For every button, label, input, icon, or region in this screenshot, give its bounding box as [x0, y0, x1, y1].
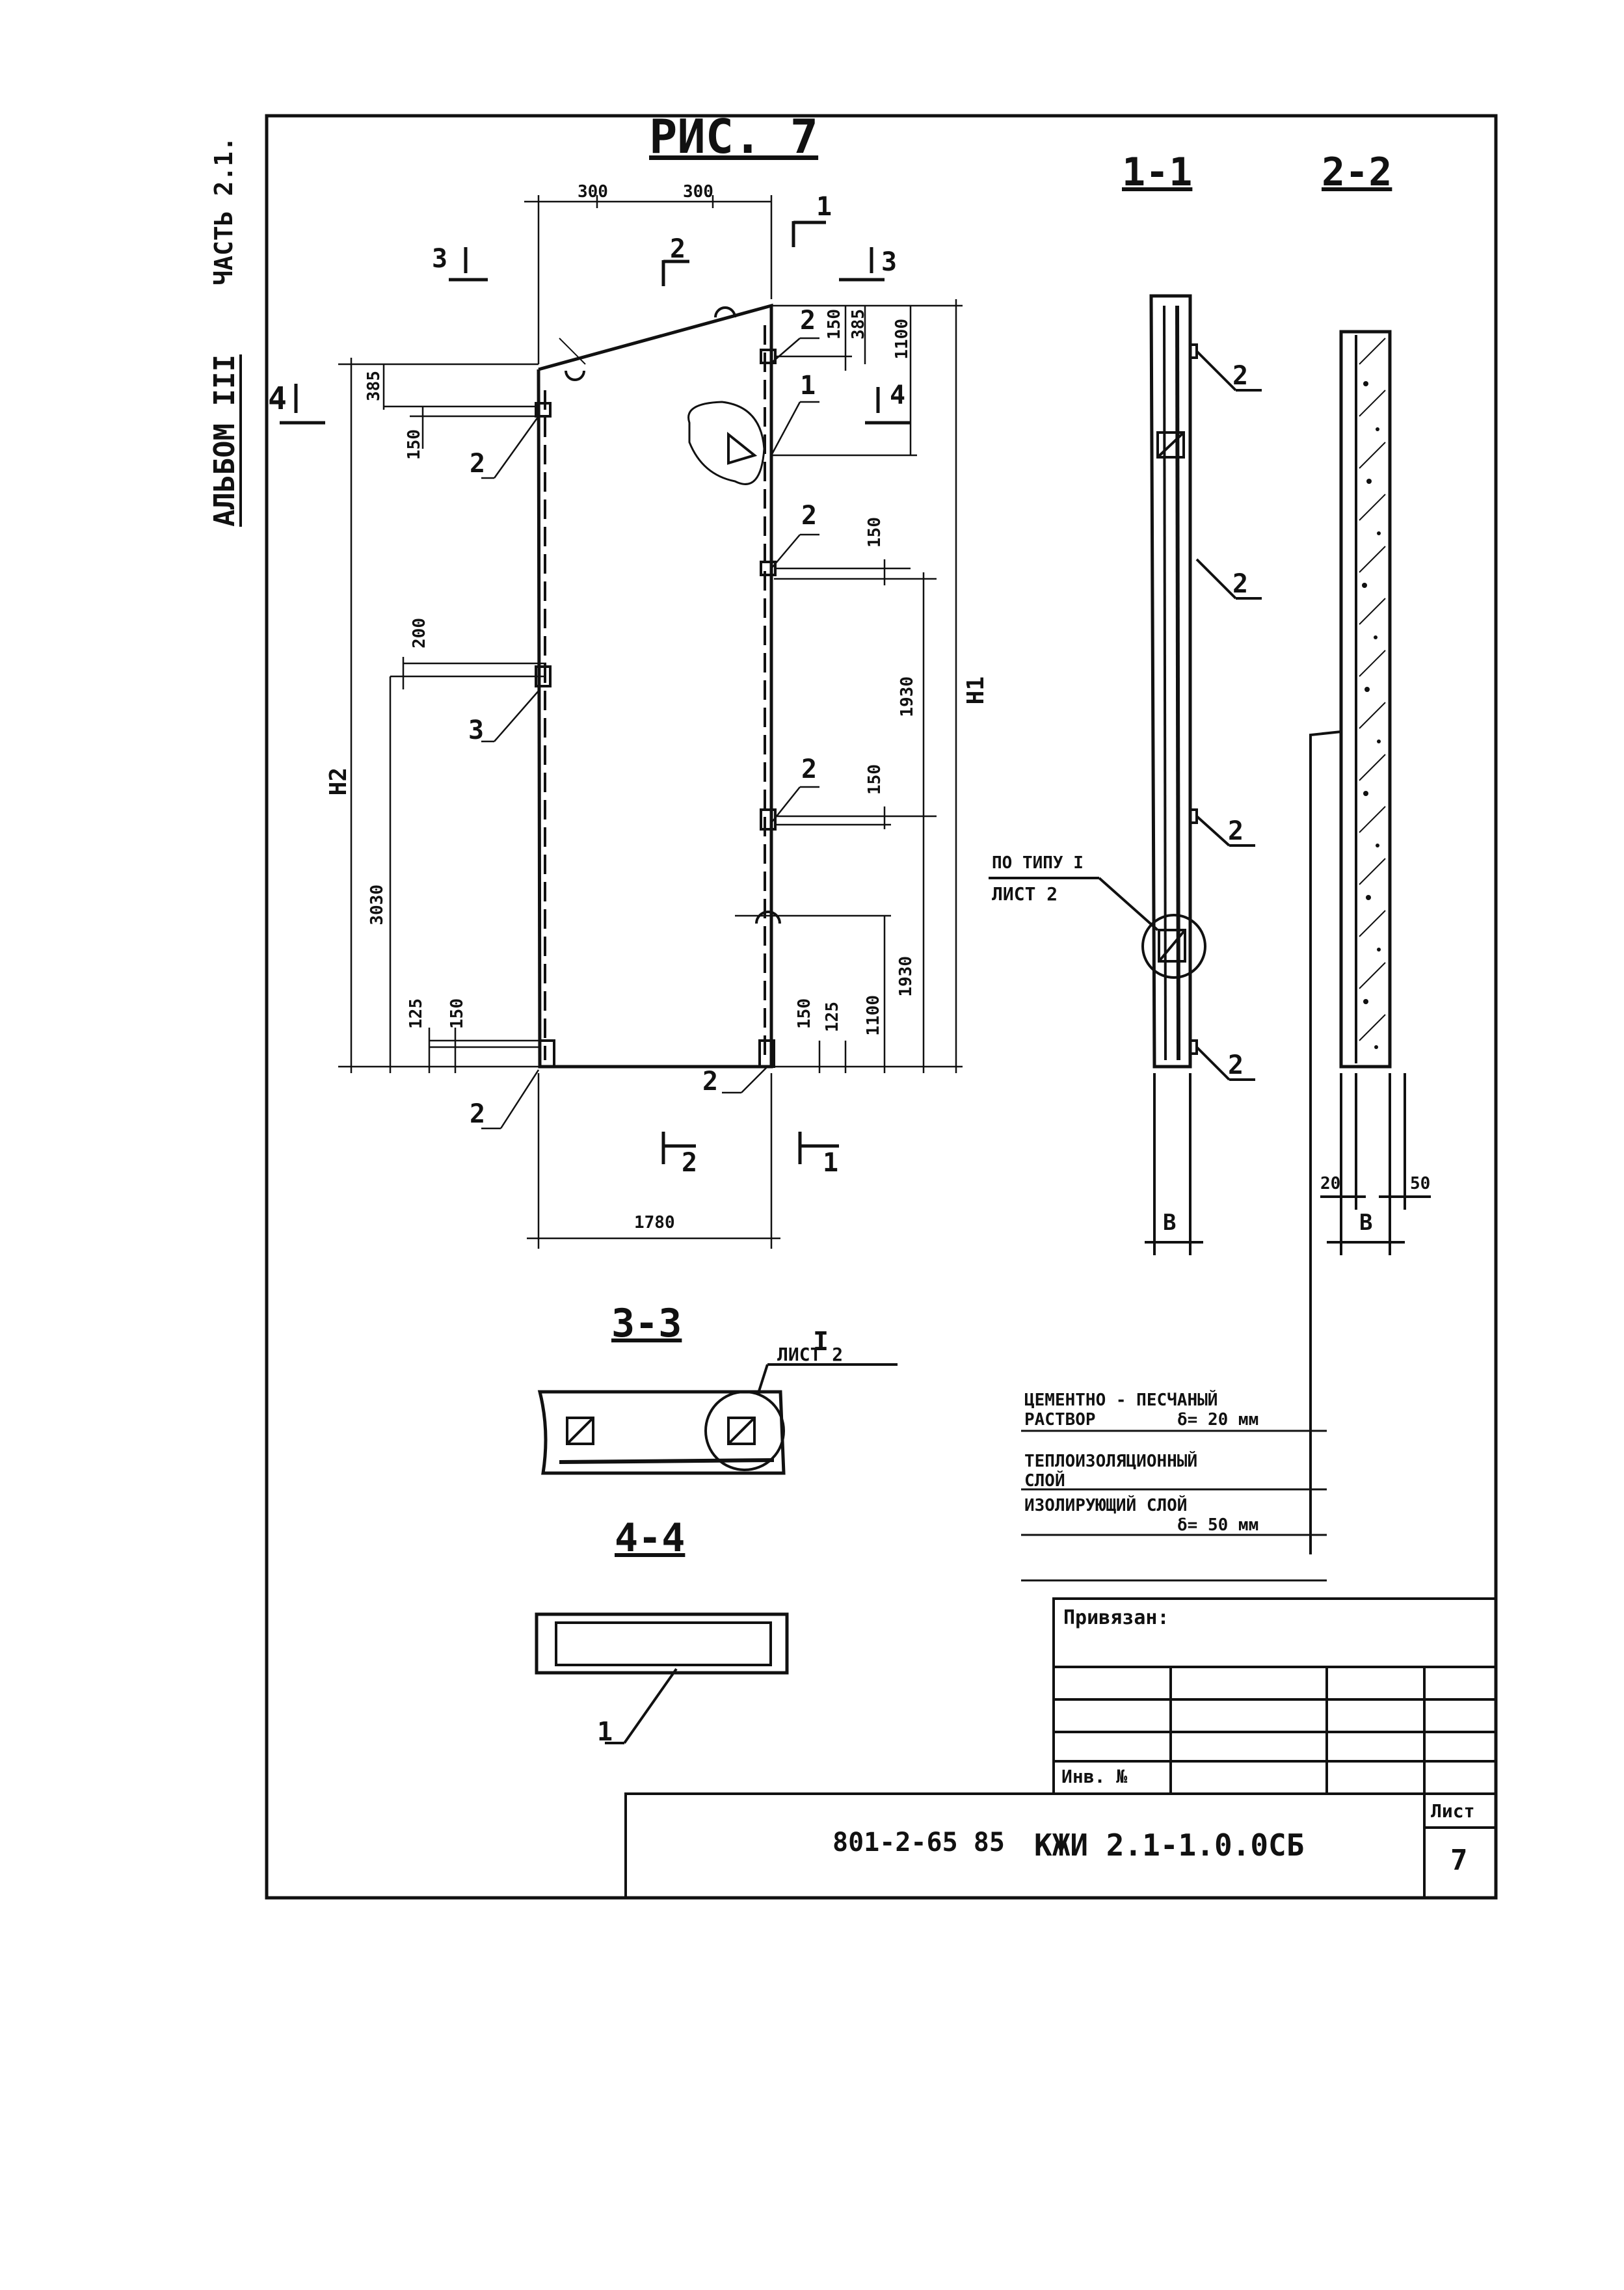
dim-150-right-2: 150 — [865, 764, 885, 795]
dim-50: 50 — [1410, 1174, 1431, 1193]
cut-mark-2-top: 2 — [670, 234, 686, 264]
dim-3030: 3030 — [367, 885, 387, 925]
section-title-3-3: 3-3 — [611, 1301, 682, 1346]
elevation-dimensions — [338, 195, 963, 1249]
section-3-3-drawing — [537, 1363, 898, 1475]
layer-2-name-b: СЛОЙ — [1024, 1471, 1065, 1491]
layer-1-thickness: δ= 20 мм — [1177, 1410, 1259, 1430]
section-1-1-drawing — [989, 294, 1262, 1255]
section-title-4-4: 4-4 — [615, 1515, 686, 1561]
dim-125-bottom-left: 125 — [406, 998, 426, 1029]
dim-150-bottom-right: 150 — [795, 998, 814, 1029]
layer-2-name-a: ТЕПЛОИЗОЛЯЦИОННЫЙ — [1024, 1452, 1198, 1471]
node-callout-s33-line2: ЛИСТ 2 — [777, 1344, 844, 1365]
pos-2-bottom-left: 2 — [470, 1099, 486, 1129]
section-1-1-pos-2c: 2 — [1228, 816, 1244, 846]
panel-elevation — [535, 303, 781, 1069]
dim-1100-top: 1100 — [892, 319, 912, 360]
title-block-bound-label: Привязан: — [1063, 1606, 1169, 1629]
cut-mark-2-bottom: 2 — [682, 1148, 698, 1178]
pos-2-right-1: 2 — [801, 501, 818, 531]
section-4-4-drawing — [535, 1612, 789, 1744]
dim-200: 200 — [410, 618, 429, 648]
cut-mark-3-right: 3 — [881, 247, 898, 277]
dim-1780: 1780 — [634, 1213, 675, 1232]
dim-385-top-right: 385 — [849, 309, 868, 340]
section-4-4-pos: 1 — [597, 1717, 613, 1747]
pos-2-bottom-right: 2 — [702, 1067, 719, 1097]
title-block-drawing-code: КЖИ 2.1-1.0.0СБ — [1034, 1828, 1305, 1863]
title-block-sheet-number: 7 — [1450, 1844, 1468, 1877]
section-1-1-pos-2a: 2 — [1232, 361, 1249, 391]
dim-1930-lower: 1930 — [896, 956, 916, 997]
dim-125-bottom-right: 125 — [823, 1002, 842, 1032]
pos-2-right-2: 2 — [801, 754, 818, 784]
layer-1-name-b: РАСТВОР — [1024, 1410, 1096, 1430]
section-1-1-pos-2d: 2 — [1228, 1050, 1244, 1080]
dim-1100-bottom: 1100 — [864, 995, 883, 1036]
dim-H2: H2 — [325, 767, 352, 796]
pos-2-top-right: 2 — [800, 306, 816, 336]
dim-B-section-2-2: B — [1359, 1210, 1373, 1236]
figure-title: РИС. 7 — [649, 109, 819, 164]
pos-3: 3 — [468, 715, 485, 745]
section-2-2-drawing — [1309, 330, 1431, 1554]
title-block-document-code: 801-2-65 85 — [832, 1828, 1005, 1857]
cut-mark-4-right: 4 — [890, 380, 906, 410]
dim-H1: H1 — [963, 676, 989, 705]
pos-2-top-left: 2 — [470, 449, 486, 479]
dim-B-section-1-1: B — [1163, 1210, 1177, 1236]
cut-mark-1-bottom: 1 — [823, 1148, 839, 1178]
part-label: ЧАСТЬ 2.1. — [209, 137, 238, 286]
node-callout-s33-line1: I — [813, 1327, 829, 1357]
pos-1: 1 — [800, 371, 816, 401]
dim-300-right: 300 — [683, 182, 713, 202]
title-block-sheet-label: Лист — [1431, 1800, 1475, 1822]
dim-1930-upper: 1930 — [898, 676, 917, 717]
dim-150-top-left: 150 — [405, 429, 424, 460]
album-label: АЛЬБОМ III — [208, 354, 241, 527]
cut-mark-4-left: 4 — [268, 380, 287, 417]
section-title-2-2: 2-2 — [1322, 150, 1392, 195]
layer-1-name-a: ЦЕМЕНТНО - ПЕСЧАНЫЙ — [1024, 1391, 1218, 1410]
node-callout-s11-line1: ПО ТИПУ I — [992, 853, 1084, 873]
layer-3-thickness: δ= 50 мм — [1177, 1515, 1259, 1535]
dim-150-top-right: 150 — [825, 309, 844, 340]
cut-mark-3-left: 3 — [432, 244, 448, 274]
cut-marks — [280, 220, 911, 1164]
dim-20: 20 — [1320, 1174, 1341, 1193]
dim-300-left: 300 — [578, 182, 608, 202]
title-block-inventory-label: Инв. № — [1061, 1766, 1128, 1787]
layers-note-lines — [1021, 1430, 1327, 1582]
dim-385-top-left: 385 — [364, 371, 384, 401]
layer-3-name: ИЗОЛИРУЮЩИЙ СЛОЙ — [1024, 1496, 1188, 1515]
title-block-lines — [624, 1597, 1497, 1899]
section-title-1-1: 1-1 — [1122, 150, 1193, 195]
dim-150-right-1: 150 — [865, 517, 885, 548]
dim-150-bottom-left: 150 — [447, 998, 467, 1029]
cut-mark-1-top: 1 — [816, 192, 832, 222]
node-callout-s11-line2: ЛИСТ 2 — [992, 883, 1058, 905]
section-1-1-pos-2b: 2 — [1232, 569, 1249, 599]
